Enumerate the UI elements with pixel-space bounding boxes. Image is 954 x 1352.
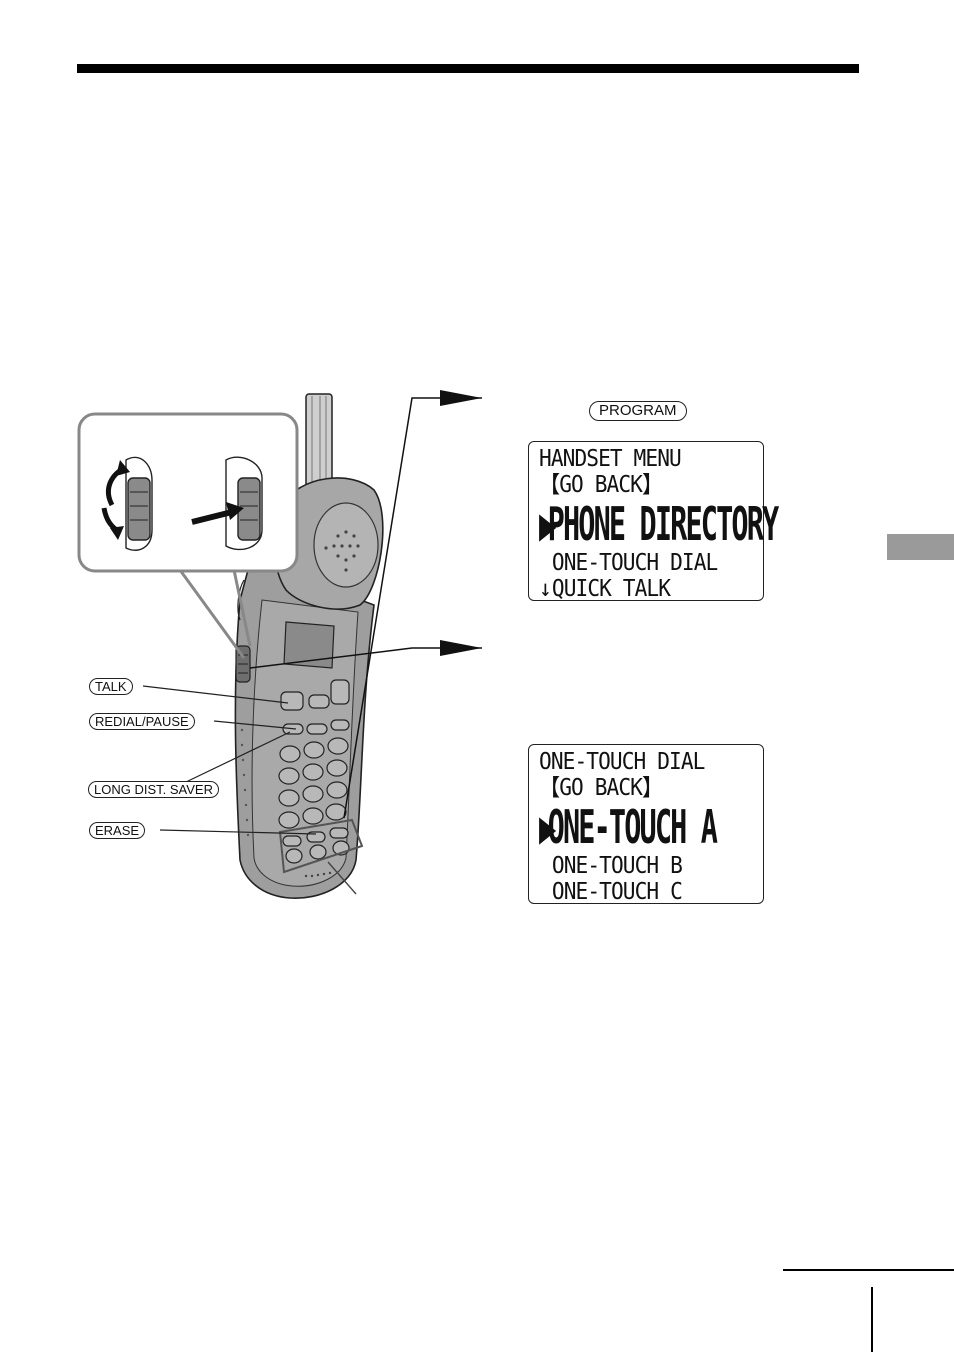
lcd-selected-text: ONE-TOUCH A bbox=[547, 800, 718, 854]
lcd-line: ONE-TOUCH C bbox=[551, 879, 683, 905]
lcd-line: ↓QUICK TALK bbox=[539, 576, 745, 602]
bottom-rule bbox=[783, 1269, 954, 1271]
lcd-line: 【GO BACK】 bbox=[539, 775, 663, 801]
lcd-selected-text: PHONE DIRECTORY bbox=[547, 497, 780, 551]
jog-dial-detail-inset bbox=[77, 412, 299, 659]
lcd-line-text: QUICK TALK bbox=[551, 576, 671, 602]
long-dist-saver-button-label: LONG DIST. SAVER bbox=[88, 781, 219, 798]
talk-button-label: TALK bbox=[89, 678, 133, 695]
page-divider-line bbox=[871, 1287, 873, 1352]
scroll-down-arrow-icon: ↓ bbox=[539, 576, 552, 602]
lcd-screen-handset-menu: HANDSET MENU 【GO BACK】 ▶PHONE DIRECTORY … bbox=[528, 441, 779, 602]
lcd-line: ONE-TOUCH DIAL bbox=[551, 550, 718, 576]
program-button-label: PROGRAM bbox=[589, 401, 687, 421]
selection-pointer-icon: ▶ bbox=[539, 800, 556, 854]
top-rule bbox=[77, 64, 859, 73]
lcd-selected-line: ▶ONE-TOUCH A bbox=[539, 800, 718, 854]
redial-pause-button-label: REDIAL/PAUSE bbox=[89, 713, 195, 730]
lcd-line: 【GO BACK】 bbox=[539, 472, 663, 498]
antenna-icon bbox=[305, 393, 333, 491]
lcd-line: ONE-TOUCH B bbox=[551, 853, 683, 879]
lcd-line: HANDSET MENU bbox=[539, 446, 682, 472]
section-tab-marker bbox=[887, 534, 954, 560]
erase-button-label: ERASE bbox=[89, 822, 146, 839]
lcd-selected-line: ▶PHONE DIRECTORY bbox=[539, 497, 779, 551]
lcd-screen-one-touch-dial: ONE-TOUCH DIAL 【GO BACK】 ▶ONE-TOUCH A ON… bbox=[528, 744, 764, 905]
selection-pointer-icon: ▶ bbox=[539, 497, 556, 551]
lcd-line: ONE-TOUCH DIAL bbox=[539, 749, 705, 775]
